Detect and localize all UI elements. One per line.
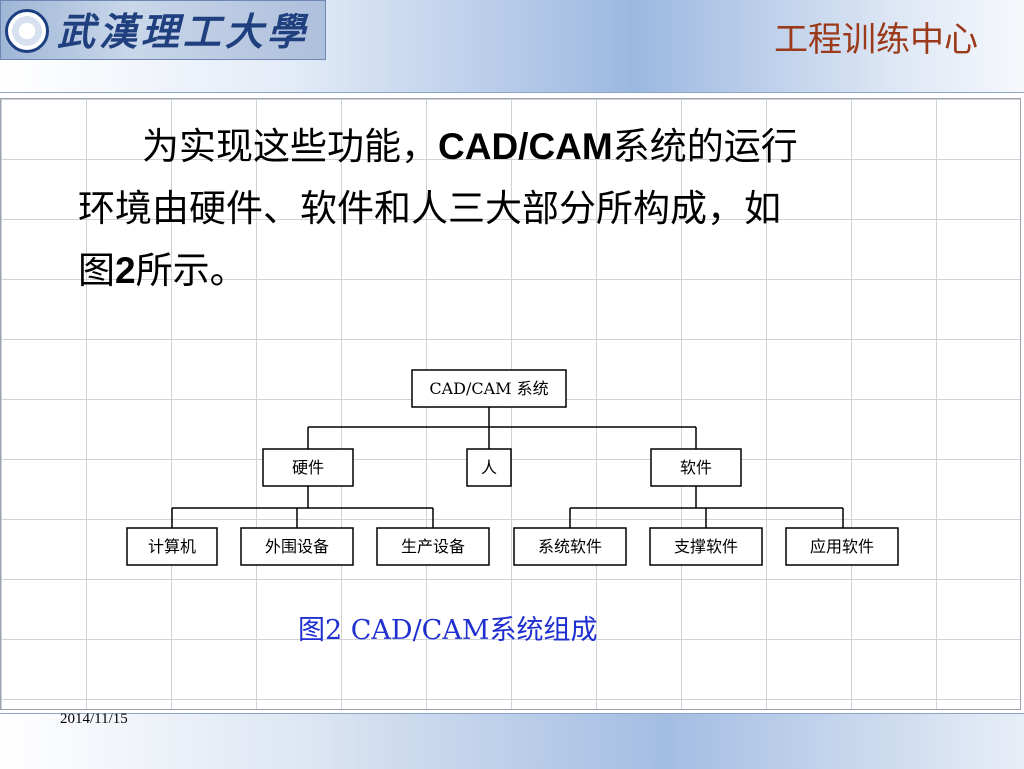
- node-label-software: 软件: [680, 458, 712, 477]
- node-hardware: 硬件: [262, 448, 354, 487]
- node-label-production: 生产设备: [401, 537, 465, 556]
- body-text-1b: CAD/CAM: [438, 126, 613, 167]
- node-person: 人: [466, 448, 512, 487]
- node-label-peripheral: 外围设备: [265, 537, 329, 556]
- body-text-1a: 为实现这些功能，: [142, 125, 438, 168]
- body-text-3a: 图: [78, 249, 115, 292]
- slide-content-grid: [0, 98, 1021, 710]
- node-support-software: 支撑软件: [649, 527, 763, 566]
- diagram-connectors: [171, 407, 844, 528]
- node-application-software: 应用软件: [785, 527, 899, 566]
- figure-caption: 图2 CAD/CAM系统组成: [298, 615, 598, 646]
- body-text-1c: 系统的运行: [612, 125, 798, 168]
- node-cad-cam-system: CAD/CAM 系统: [411, 369, 567, 408]
- node-production-equipment: 生产设备: [376, 527, 490, 566]
- center-title: 工程训练中心: [774, 20, 978, 60]
- university-logo: 武漢理工大學: [0, 0, 326, 60]
- node-label-system-sw: 系统软件: [538, 537, 602, 556]
- node-system-software: 系统软件: [513, 527, 627, 566]
- body-paragraph: 为实现这些功能，CAD/CAM系统的运行 环境由硬件、软件和人三大部分所构成，如…: [78, 116, 958, 302]
- node-label-support-sw: 支撑软件: [674, 537, 738, 556]
- footer-banner: [0, 713, 1024, 769]
- body-text-2: 环境由硬件、软件和人三大部分所构成，如: [78, 187, 781, 230]
- body-text-3b: 2: [115, 250, 136, 291]
- node-label-app-sw: 应用软件: [810, 537, 874, 556]
- node-computer: 计算机: [126, 527, 218, 566]
- node-label-person: 人: [481, 458, 497, 477]
- node-label-hardware: 硬件: [292, 458, 324, 477]
- node-label-root: CAD/CAM 系统: [429, 379, 548, 398]
- body-text-3c: 所示。: [135, 249, 247, 292]
- header-banner: 武漢理工大學 工程训练中心: [0, 0, 1024, 93]
- university-name: 武漢理工大學: [57, 9, 310, 54]
- node-software: 软件: [650, 448, 742, 487]
- node-label-computer: 计算机: [148, 537, 196, 556]
- university-emblem-icon: [5, 9, 49, 53]
- node-peripheral-equipment: 外围设备: [240, 527, 354, 566]
- slide-date: 2014/11/15: [60, 711, 128, 727]
